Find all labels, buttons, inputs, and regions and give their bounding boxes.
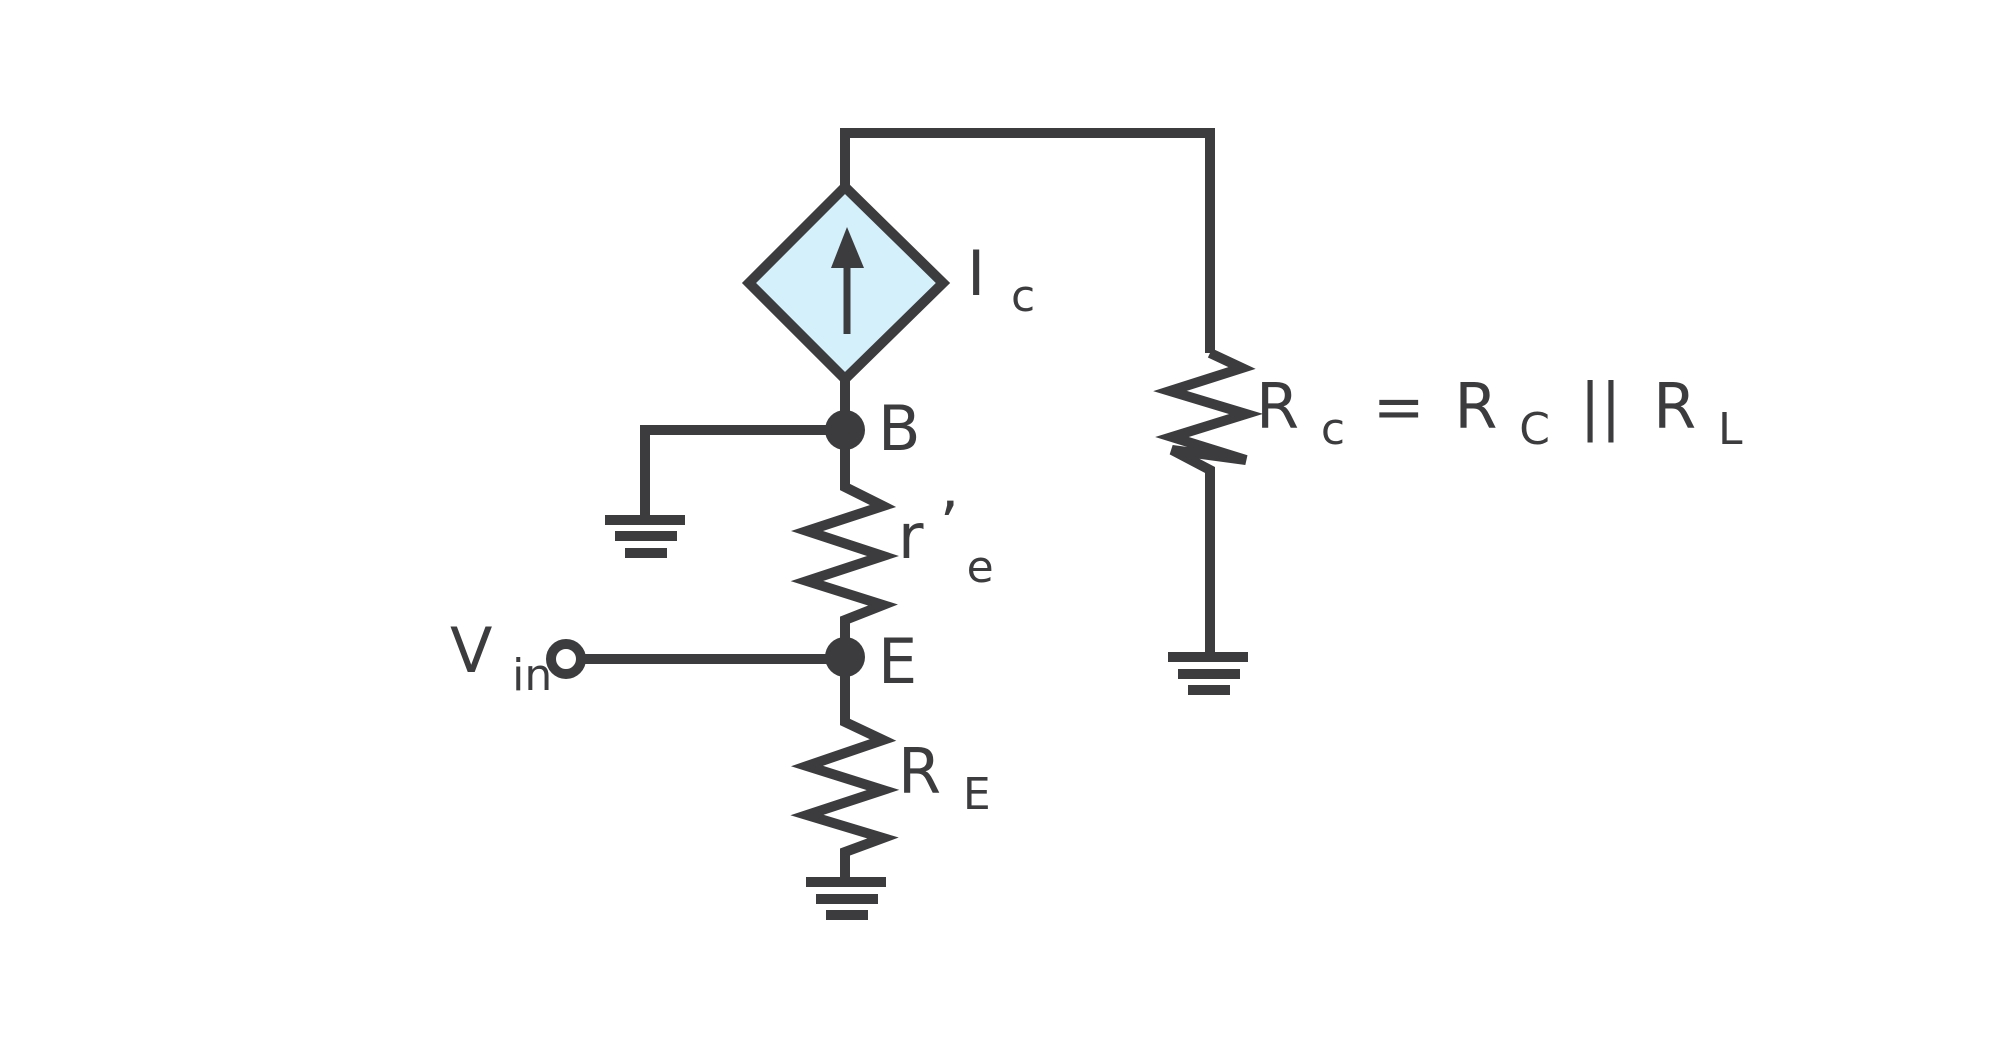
ground-symbol-collector xyxy=(1168,652,1248,695)
rc-resistor xyxy=(1153,348,1264,657)
rc-label-eq: = xyxy=(1373,370,1425,443)
rc-label-main: R xyxy=(1256,370,1299,443)
ic-label: I c xyxy=(967,237,1035,322)
re-label: R E xyxy=(898,735,991,820)
source-arrow-head xyxy=(831,227,864,268)
re-label-sub: E xyxy=(963,769,991,820)
ic-label-main: I xyxy=(967,237,985,310)
vin-terminal xyxy=(546,639,586,679)
vin-label: V in xyxy=(450,614,552,701)
rc-label: R c = R C || R L xyxy=(1256,370,1743,459)
vin-label-sub: in xyxy=(512,650,552,701)
re-label-main: R xyxy=(898,735,941,808)
re-prime-label-prime: ’ xyxy=(939,488,959,561)
ground-symbol-base xyxy=(605,515,685,558)
re-prime-label: r ’ e xyxy=(898,488,994,593)
rc-label-main3: R xyxy=(1653,370,1696,443)
base-ground-wire xyxy=(640,425,845,520)
re-resistor xyxy=(790,657,900,882)
top-wire xyxy=(840,128,1215,353)
rc-label-sub3: L xyxy=(1718,404,1743,455)
emitter-label: E xyxy=(878,625,917,698)
dependent-current-source xyxy=(741,179,951,387)
ic-label-sub: c xyxy=(1011,271,1035,322)
rc-label-sub2: C xyxy=(1519,404,1550,455)
vin-label-main: V xyxy=(450,614,492,687)
re-prime-label-main: r xyxy=(898,500,924,573)
rc-label-parallel: || xyxy=(1580,370,1622,444)
base-label: B xyxy=(878,392,921,465)
re-prime-label-sub: e xyxy=(967,542,994,593)
rc-label-sub: c xyxy=(1321,404,1345,455)
ground-symbol-emitter xyxy=(806,877,886,920)
re-prime-resistor xyxy=(790,430,900,657)
rc-label-main2: R xyxy=(1454,370,1497,443)
